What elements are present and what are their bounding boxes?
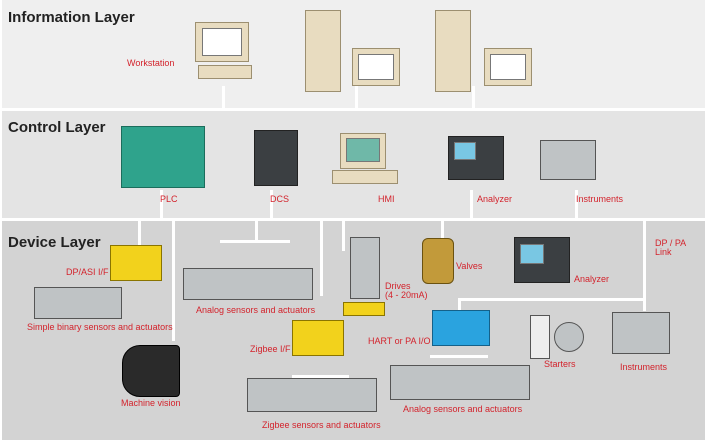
label-zigbee-if: Zigbee I/F (250, 344, 291, 354)
instrument-device-icon (612, 312, 670, 354)
machine-vision-camera-icon (122, 345, 180, 397)
device-layer-title: Device Layer (8, 234, 101, 251)
label-plc: PLC (160, 194, 178, 204)
hmi-keyboard-icon (332, 170, 398, 184)
workstation-monitor-icon (195, 22, 249, 62)
drive-cabinet-icon (350, 237, 380, 299)
server-monitor-icon (352, 48, 400, 86)
instrument-icon (540, 140, 596, 180)
label-analyzer-device: Analyzer (574, 274, 610, 284)
label-machine-vision: Machine vision (121, 398, 181, 408)
label-instruments: Instruments (576, 194, 624, 204)
connector (575, 190, 578, 220)
label-analog-sensors-2: Analog sensors and actuators (403, 404, 523, 414)
label-zigbee-sensors: Zigbee sensors and actuators (262, 420, 381, 430)
starter-motor-icon (554, 322, 584, 352)
connector (430, 355, 488, 358)
label-hmi: HMI (378, 194, 395, 204)
connector (172, 221, 175, 341)
label-dp-asi: DP/ASI I/F (66, 267, 109, 277)
label-hart: HART or PA I/O (368, 336, 431, 346)
connector (222, 86, 225, 110)
connector (342, 221, 345, 251)
connector (458, 298, 646, 301)
label-dp-pa: DP / PA (655, 238, 687, 248)
analog-sensors-icon (390, 365, 530, 400)
control-layer-title: Control Layer (8, 119, 106, 136)
starter-icon (530, 315, 550, 359)
label-simple-binary: Simple binary sensors and actuators (27, 322, 173, 332)
dp-asi-interface-icon (110, 245, 162, 281)
server-monitor-icon (484, 48, 532, 86)
connector (255, 221, 258, 241)
zigbee-sensors-icon (247, 378, 377, 412)
connector (441, 221, 444, 241)
analyzer-icon (448, 136, 504, 180)
zigbee-interface-icon (292, 320, 344, 356)
connector (292, 375, 349, 378)
hart-pa-io-icon (432, 310, 490, 346)
label-analyzer: Analyzer (477, 194, 513, 204)
label-drives: Drives (385, 281, 411, 291)
connector (472, 86, 475, 110)
plc-icon (121, 126, 205, 188)
connector (220, 240, 290, 243)
label-workstation: Workstation (127, 58, 175, 68)
connector (643, 221, 646, 311)
dcs-icon (254, 130, 298, 186)
server-tower-icon (435, 10, 471, 92)
label-link: Link (655, 247, 672, 257)
connector (470, 190, 473, 220)
connector (270, 190, 273, 220)
label-instruments-device: Instruments (620, 362, 668, 372)
connector (320, 221, 323, 296)
analog-sensors-icon (183, 268, 313, 300)
connector (138, 221, 141, 246)
valve-icon (422, 238, 454, 284)
hmi-icon (340, 133, 386, 169)
label-dcs: DCS (270, 194, 290, 204)
server-tower-icon (305, 10, 341, 92)
analyzer-device-icon (514, 237, 570, 283)
connector (355, 86, 358, 110)
label-valves: Valves (456, 261, 483, 271)
motor-icon (343, 302, 385, 316)
workstation-base-icon (198, 65, 252, 79)
label-drives-range: (4 - 20mA) (385, 290, 428, 300)
label-starters: Starters (544, 359, 576, 369)
binary-sensors-icon (34, 287, 122, 319)
information-layer-title: Information Layer (8, 9, 135, 26)
label-analog-sensors-1: Analog sensors and actuators (196, 305, 316, 315)
connector (160, 190, 163, 220)
connector (458, 298, 461, 312)
